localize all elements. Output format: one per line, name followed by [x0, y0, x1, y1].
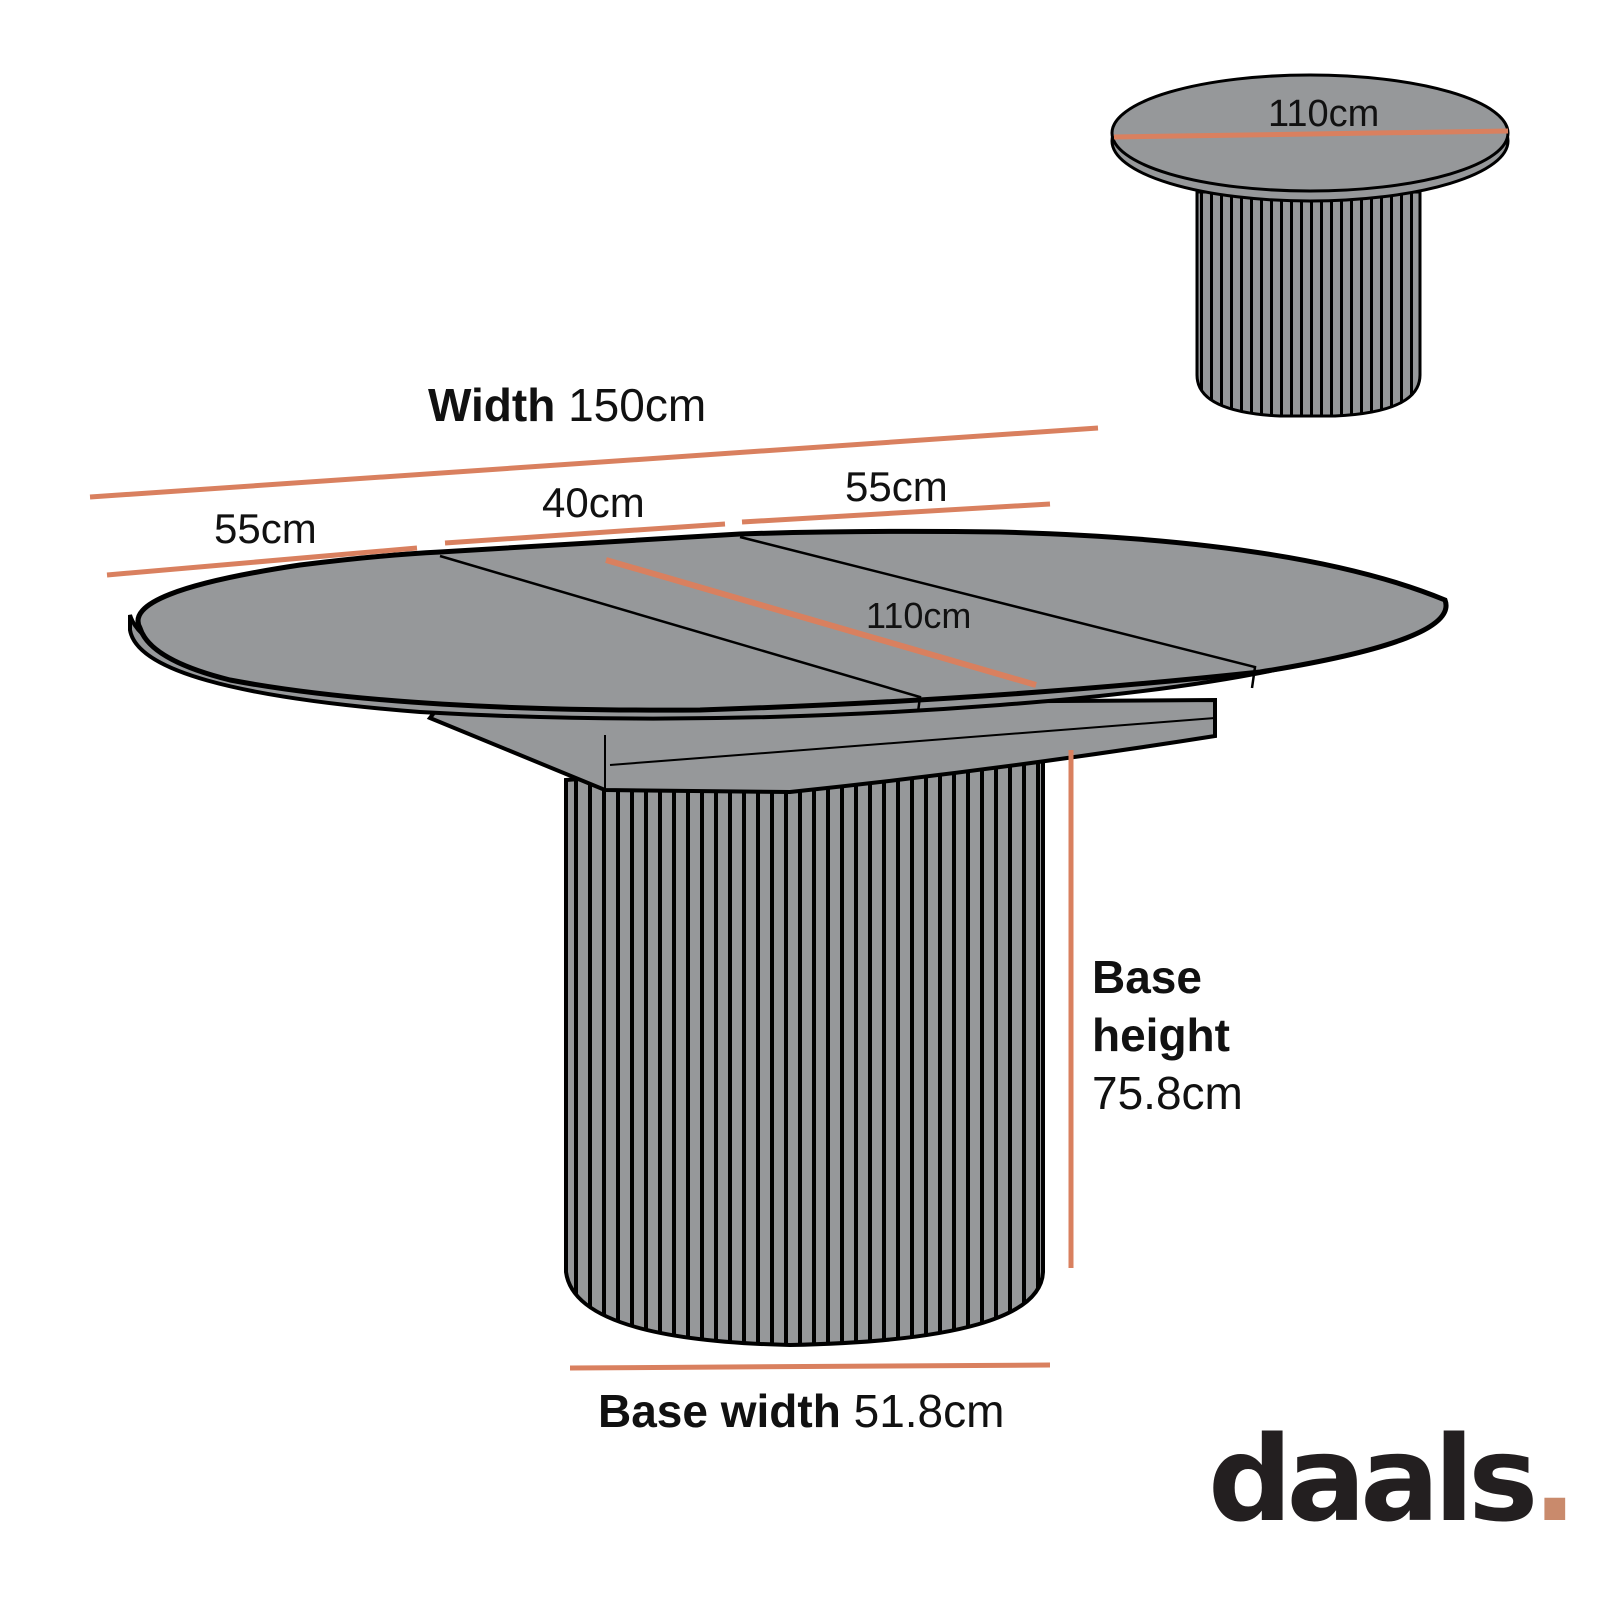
segment-center-label: 40cm	[542, 479, 645, 526]
pedestal-base	[564, 742, 1045, 1348]
base-height-title-1: Base	[1092, 951, 1202, 1003]
segment-line-right	[741, 501, 1051, 525]
width-label: Width 150cm	[428, 379, 707, 431]
base-height-title-2: height	[1092, 1009, 1230, 1061]
inset-pedestal-base	[1195, 190, 1422, 418]
base-width-label: Base width 51.8cm	[598, 1385, 1005, 1437]
main-extended-table	[128, 528, 1449, 1348]
inset-round-table	[1110, 73, 1510, 418]
base-height-value: 75.8cm	[1092, 1067, 1243, 1119]
base-width-line	[569, 1362, 1051, 1371]
inset-diameter-label: 110cm	[1268, 93, 1380, 135]
base-height-label: Base height 75.8cm	[1092, 948, 1243, 1122]
tabletop	[135, 528, 1449, 713]
inset-diameter-line	[1113, 128, 1509, 140]
segment-left-label: 55cm	[214, 505, 317, 552]
segment-right-label: 55cm	[845, 463, 948, 510]
depth-dimension-line	[605, 557, 1037, 688]
depth-label: 110cm	[866, 595, 972, 636]
table-apron	[426, 697, 1217, 795]
leaf-seam-right	[739, 535, 1257, 689]
segment-line-center	[444, 521, 726, 546]
logo-dot: .	[1532, 1410, 1577, 1548]
leaf-seam-left	[439, 554, 922, 713]
segment-line-left	[106, 545, 418, 578]
brand-logo: daals.	[1208, 1410, 1577, 1548]
width-dimension-line	[89, 425, 1099, 500]
